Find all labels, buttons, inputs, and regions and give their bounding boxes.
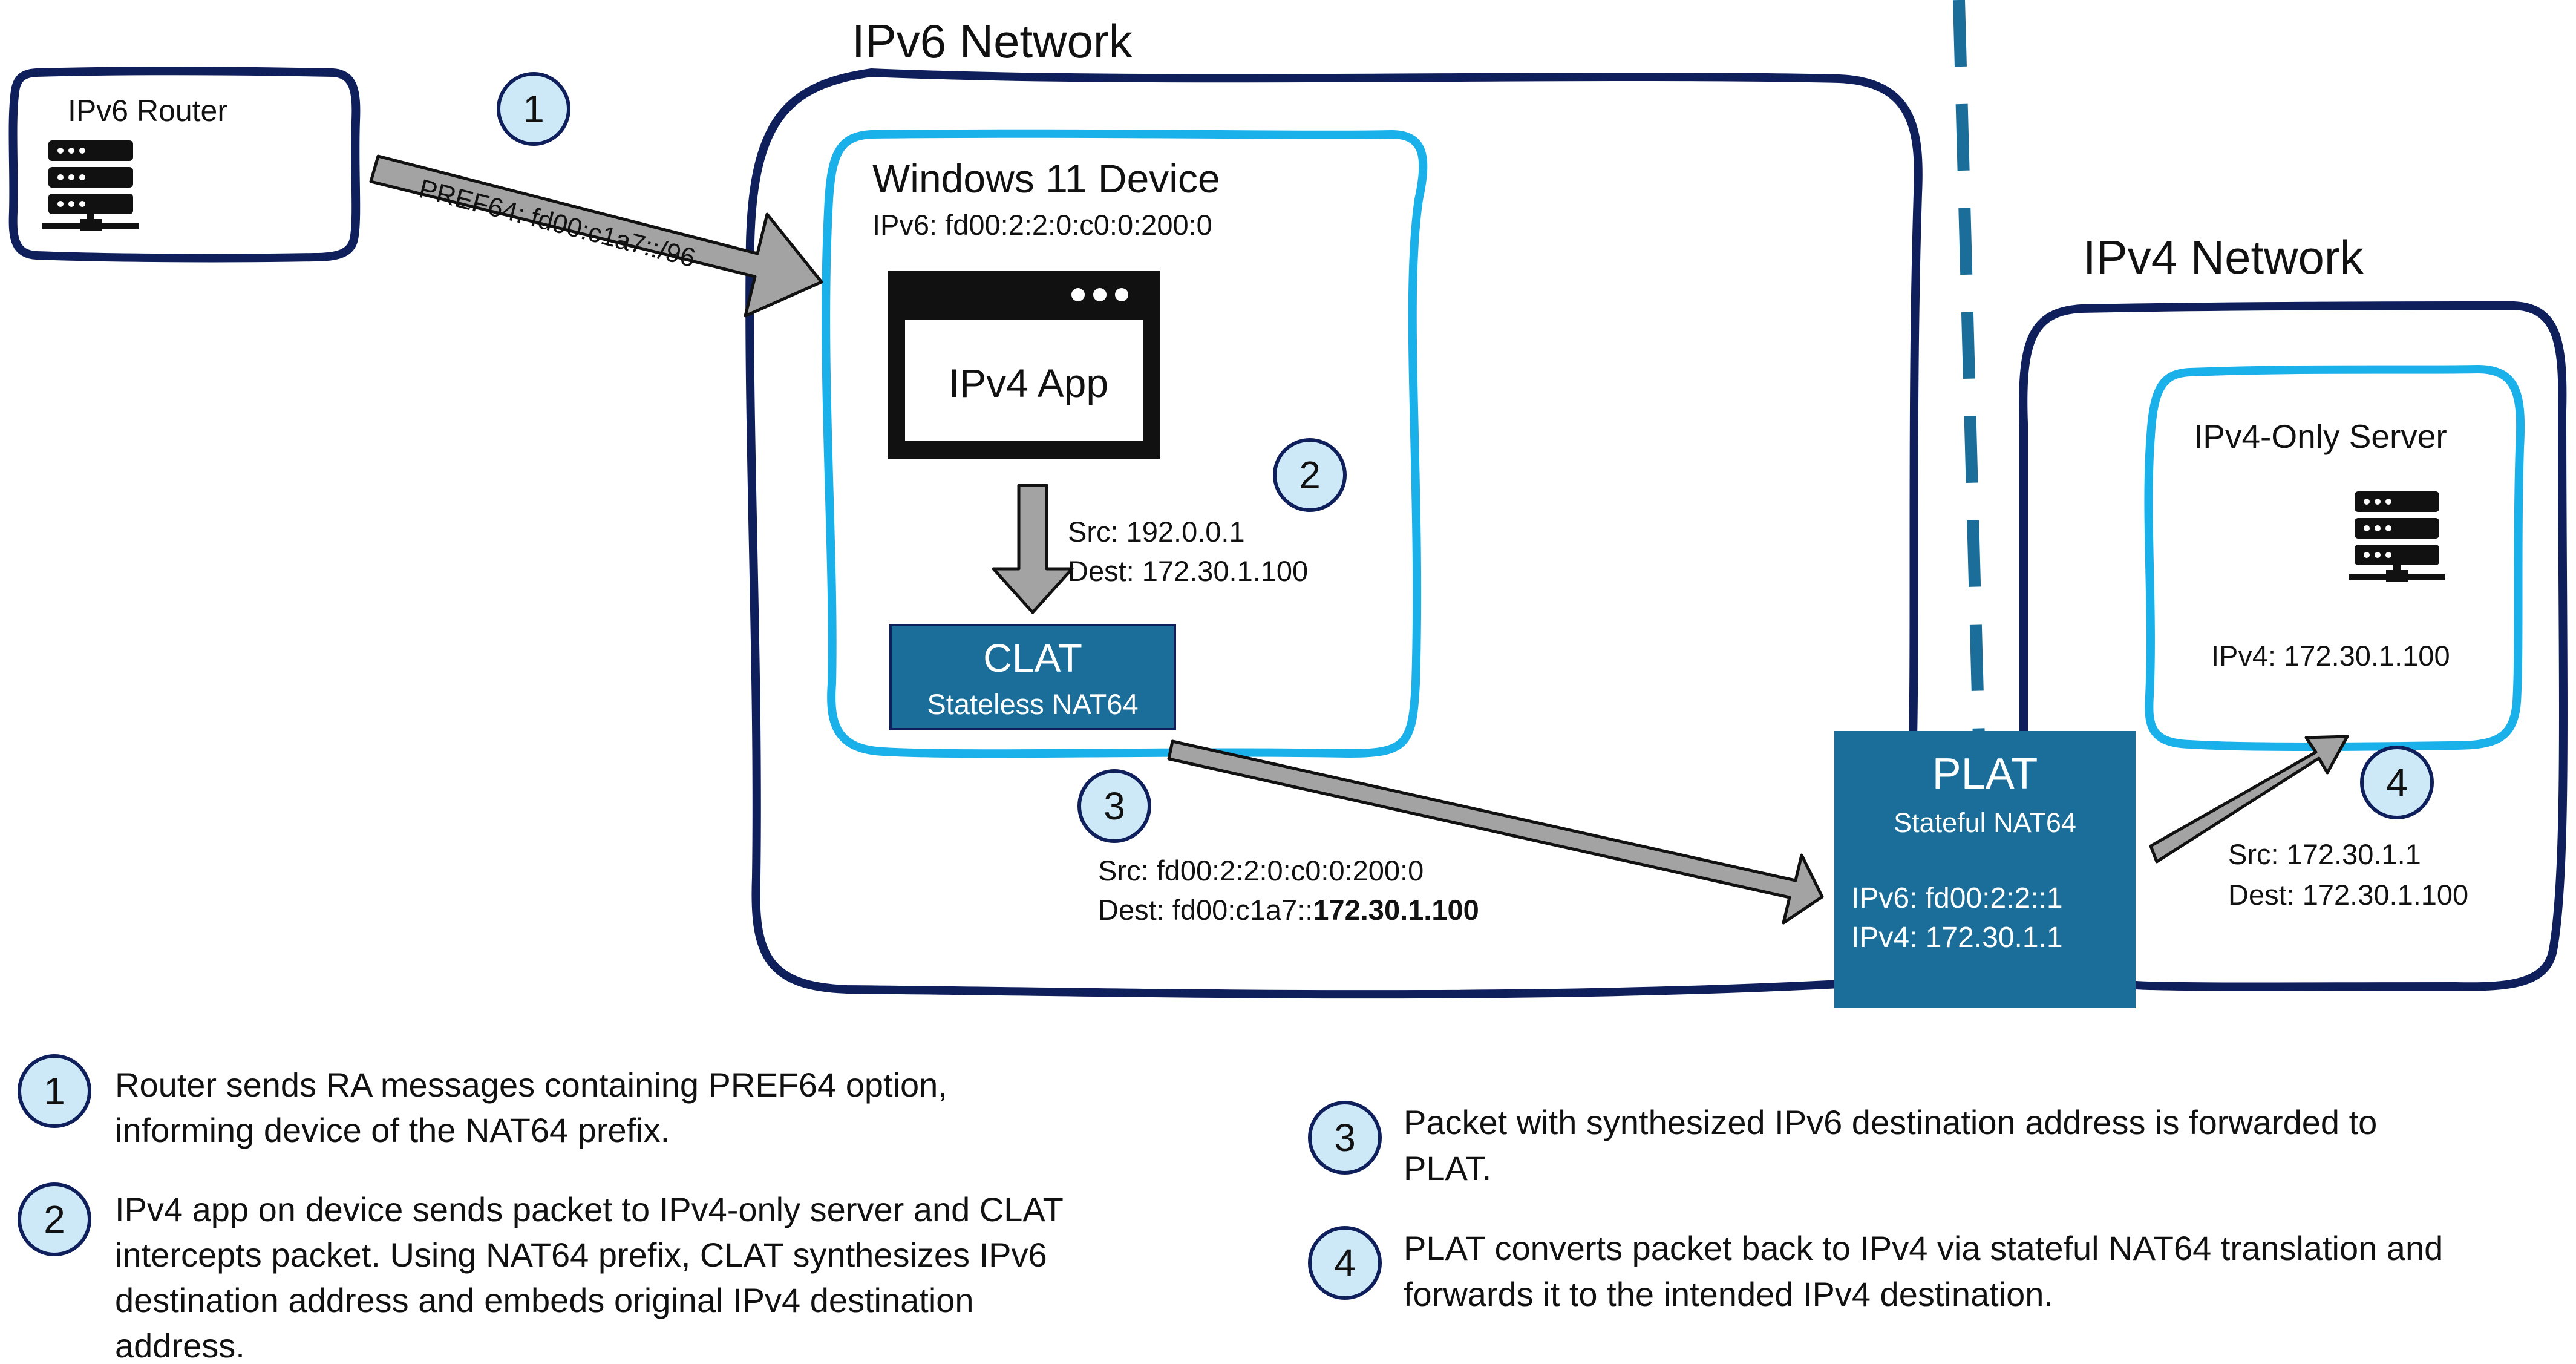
ipv6-network-title: IPv6 Network: [852, 15, 1133, 68]
pref64-label: PREF64: fd00:c1a7::/96: [416, 174, 699, 273]
legend-step-4: 4 PLAT converts packet back to IPv4 via …: [1308, 1226, 2443, 1313]
router-title: IPv6 Router: [68, 94, 227, 128]
legend-text-line: PLAT converts packet back to IPv4 via st…: [1404, 1229, 2443, 1267]
step3-dest-prefix: Dest: fd00:c1a7::: [1098, 894, 1313, 926]
step4-src: Src: 172.30.1.1: [2228, 838, 2421, 870]
legend-text-line: intercepts packet. Using NAT64 prefix, C…: [115, 1236, 1047, 1274]
router-server-icon: [42, 140, 139, 231]
svg-text:1: 1: [523, 87, 544, 131]
legend-step-2: 2 IPv4 app on device sends packet to IPv…: [18, 1182, 1064, 1364]
step4-dest: Dest: 172.30.1.100: [2228, 879, 2468, 911]
server-boundary: [2144, 364, 2525, 752]
clat-to-plat-arrow: [1167, 739, 1824, 925]
step-circle-4: 4: [2360, 746, 2434, 819]
step3-dest: Dest: fd00:c1a7::172.30.1.100: [1098, 894, 1479, 926]
app-to-clat-arrow: [992, 484, 1074, 614]
legend-number: 3: [1334, 1116, 1356, 1159]
step2-src: Src: 192.0.0.1: [1068, 516, 1245, 548]
step3-src: Src: fd00:2:2:0:c0:0:200:0: [1098, 854, 1424, 887]
plat-to-server-arrow: [2149, 735, 2349, 864]
server-title: IPv4-Only Server: [2194, 418, 2447, 455]
plat-box: [1834, 731, 2136, 1008]
legend-number: 4: [1334, 1241, 1356, 1285]
legend-text-line: IPv4 app on device sends packet to IPv4-…: [115, 1190, 1064, 1228]
plat-ipv6: IPv6: fd00:2:2::1: [1851, 882, 2063, 914]
router-box: [8, 67, 361, 263]
svg-text:4: 4: [2386, 761, 2408, 804]
pref64-arrow: [369, 154, 823, 318]
clat-title: CLAT: [983, 635, 1082, 680]
clat-box: [889, 624, 1176, 730]
legend-step-1: 1 Router sends RA messages containing PR…: [18, 1054, 947, 1149]
app-window-icon: [888, 271, 1160, 459]
legend-text-line: address.: [115, 1326, 245, 1364]
legend-text-line: Router sends RA messages containing PREF…: [115, 1066, 947, 1104]
step-circle-1: 1: [497, 72, 570, 146]
legend-number: 2: [44, 1198, 65, 1241]
legend-text-line: forwards it to the intended IPv4 destina…: [1404, 1275, 2053, 1313]
clat-subtitle: Stateless NAT64: [927, 688, 1138, 720]
step-circle-2: 2: [1273, 438, 1347, 512]
device-ipv6: IPv6: fd00:2:2:0:c0:0:200:0: [872, 209, 1212, 241]
network-divider: [1953, 0, 1986, 763]
device-title: Windows 11 Device: [872, 156, 1220, 201]
legend-text-line: destination address and embeds original …: [115, 1281, 974, 1319]
app-label: IPv4 App: [949, 361, 1108, 405]
step-circle-3: 3: [1077, 769, 1151, 843]
legend-step-3: 3 Packet with synthesized IPv6 destinati…: [1308, 1101, 2377, 1187]
svg-text:2: 2: [1299, 453, 1321, 497]
legend-text-line: PLAT.: [1404, 1149, 1491, 1187]
legend-text-line: informing device of the NAT64 prefix.: [115, 1111, 670, 1149]
ipv4-network-title: IPv4 Network: [2083, 231, 2364, 284]
step2-dest: Dest: 172.30.1.100: [1068, 555, 1308, 587]
server-ipv4: IPv4: 172.30.1.100: [2211, 640, 2450, 672]
plat-title: PLAT: [1932, 750, 2038, 798]
legend-text-line: Packet with synthesized IPv6 destination…: [1404, 1103, 2377, 1141]
svg-text:3: 3: [1103, 784, 1125, 828]
legend-number: 1: [44, 1069, 65, 1113]
step3-dest-address: 172.30.1.100: [1313, 894, 1479, 926]
plat-subtitle: Stateful NAT64: [1894, 807, 2076, 838]
server-icon: [2349, 491, 2445, 582]
device-boundary: [822, 129, 1428, 758]
plat-ipv4: IPv4: 172.30.1.1: [1851, 922, 2063, 954]
